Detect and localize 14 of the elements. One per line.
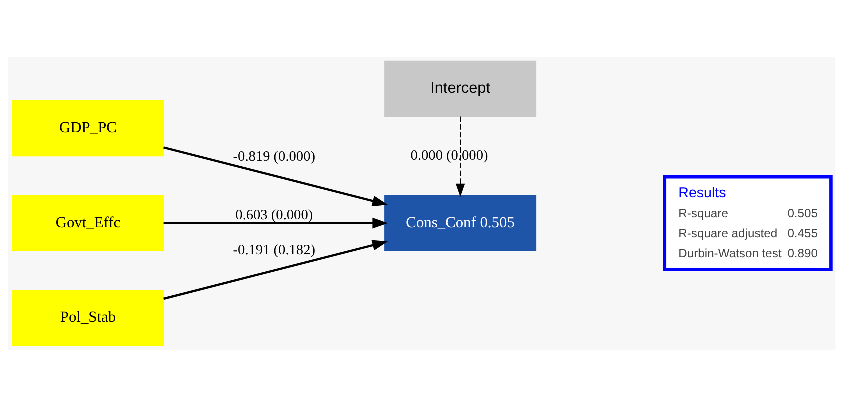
node-box: GDP_PC xyxy=(12,100,164,156)
arrow xyxy=(164,217,388,228)
arrow xyxy=(164,240,388,300)
edge-label: 0.000 (0.000) xyxy=(410,147,488,164)
node-box: Govt_Effc xyxy=(12,194,164,251)
arrow xyxy=(456,116,466,197)
edge-label: 0.603 (0.000) xyxy=(236,206,314,223)
node-box: Results R-square 0.505 R-square adjusted 0.455 Durbin-Watson test 0.890 xyxy=(663,174,833,271)
edge-label: -0.819 (0.000) xyxy=(233,148,316,164)
arrow xyxy=(164,146,388,206)
edge-label: -0.191 (0.182) xyxy=(233,242,316,258)
node-box: Cons_Conf 0.505 xyxy=(384,194,537,251)
node-box: Intercept xyxy=(384,60,537,117)
node-box: Pol_Stab xyxy=(12,289,164,346)
